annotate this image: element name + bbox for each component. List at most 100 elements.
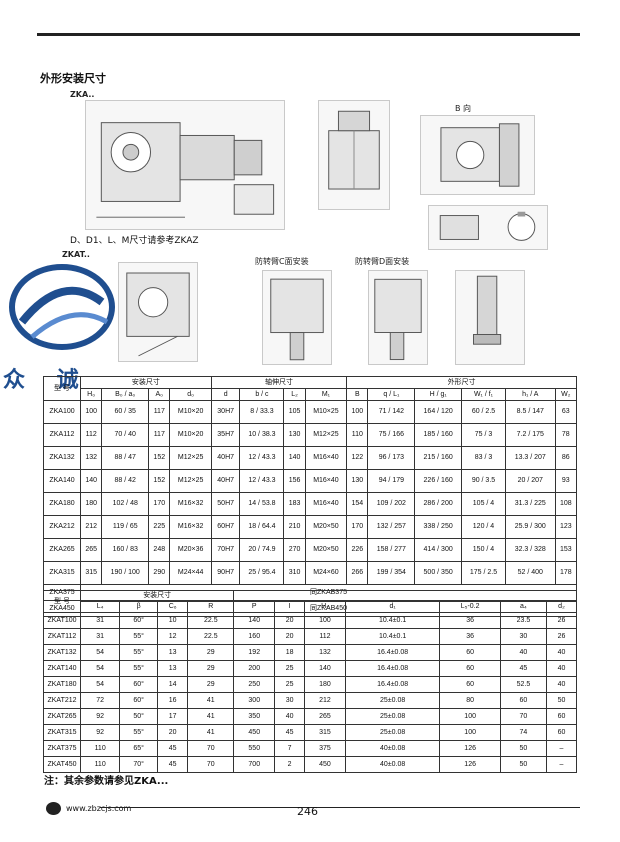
table-cell: M10×25 [304,400,348,424]
table-cell: 50 [545,692,578,709]
torque-arm-drawing [455,270,525,365]
table-cell: 94 / 179 [367,469,416,493]
table-cell: 7.2 / 175 [504,423,556,447]
table-cell: 156 [283,469,306,493]
table-cell: 126 [439,740,501,757]
column-header: W₁ / f₁ [461,388,506,401]
table-cell: 18 / 64.4 [239,515,285,539]
table-cell: 30 [499,628,547,645]
table-cell: 41 [187,724,235,741]
table-cell: 65° [119,740,159,757]
table-cell: 70 / 40 [101,423,150,447]
column-header: L₅-0.2 [439,601,501,613]
table-cell: 500 / 350 [414,561,463,585]
table-cell: 25 / 95.4 [239,561,285,585]
column-header: d [210,388,241,401]
brand-logo [2,262,117,352]
table-cell: 60 [439,644,501,661]
table-cell: 17 [157,708,189,725]
table-cell: 20 [274,612,306,629]
column-header: B₀ / a₀ [101,388,150,401]
table-cell: 265 [79,538,103,562]
table-cell: 100 [439,724,501,741]
model-cell: ZKAT315 [43,724,81,741]
table-cell: M16×40 [304,469,348,493]
table-cell: 31.3 / 225 [504,492,556,516]
table-cell: 112 [79,423,103,447]
table-cell: M10×20 [169,423,212,447]
table-cell: 130 [283,423,306,447]
page-number: 246 [297,805,318,818]
table-cell: 31 [79,628,121,645]
table-cell: M10×20 [169,400,212,424]
table-cell: 286 / 200 [414,492,463,516]
table-cell: 40 [545,660,578,677]
table-cell: 414 / 300 [414,538,463,562]
table-cell: 29 [187,644,235,661]
footer-rule [100,807,580,808]
table-cell: 225 [148,515,171,539]
site-logo-icon [46,802,61,815]
column-header: a₄ [499,601,547,613]
table-cell: 290 [148,561,171,585]
table-cell: 10.4±0.1 [344,628,441,645]
table-cell: – [545,740,578,757]
table-cell: 83 / 3 [461,446,506,470]
table-cell: 20 / 207 [504,469,556,493]
table-cell: 25±0.08 [344,692,441,709]
model-cell: ZKA212 [43,515,81,539]
model-cell: ZKAT212 [43,692,81,709]
table-cell: 60 / 2.5 [461,400,506,424]
table-cell: 70 [499,708,547,725]
shaft-drawing [428,205,548,250]
column-header: q / L₁ [367,388,416,401]
table-cell: 70H7 [210,538,241,562]
table-cell: 31 [79,612,121,629]
table-cell: 75 / 3 [461,423,506,447]
column-header: h₁ / A [504,388,556,401]
table-cell: 36 [439,612,501,629]
table-cell: 14 / 53.8 [239,492,285,516]
model-cell: ZKA100 [43,400,81,424]
table-cell: 78 [554,423,578,447]
table-cell: 16 [157,692,189,709]
column-header: d₀ [169,388,212,401]
table-cell: 132 [79,446,103,470]
table-cell: 109 / 202 [367,492,416,516]
table-cell: 152 [148,446,171,470]
table-cell: 74 [499,724,547,741]
table-cell: 100 [346,400,369,424]
model-cell: ZKA140 [43,469,81,493]
table-cell: 41 [187,692,235,709]
table-cell: 70 [187,740,235,757]
table-cell: 40 [499,644,547,661]
d-face-label: 防转臂D面安装 [355,257,410,266]
table-cell: 26 [545,612,578,629]
table-cell: M20×36 [169,538,212,562]
table-cell: 300 [233,692,276,709]
table-cell: 22.5 [187,628,235,645]
table-cell: 130 [346,469,369,493]
table-cell: 80 [439,692,501,709]
table-cell: 183 [283,492,306,516]
table-cell: 60 / 35 [101,400,150,424]
reference-note: D、D1、L、M尺寸请参考ZKAZ [70,236,199,246]
table-cell: 25 [274,676,306,693]
table-cell: 10 / 38.3 [239,423,285,447]
table-cell: 54 [79,676,121,693]
model-cell: ZKAT140 [43,660,81,677]
table-cell: 110 [79,740,121,757]
table-cell: 192 [233,644,276,661]
table-cell: 40 [545,644,578,661]
table-cell: 13.3 / 207 [504,446,556,470]
table-cell: 160 [233,628,276,645]
table-cell: 265 [304,708,346,725]
website-link[interactable]: www.zbzcjs.com [66,804,132,813]
table-cell: 60° [119,676,159,693]
model-header: 型 号 [43,590,81,613]
table-cell: 338 / 250 [414,515,463,539]
